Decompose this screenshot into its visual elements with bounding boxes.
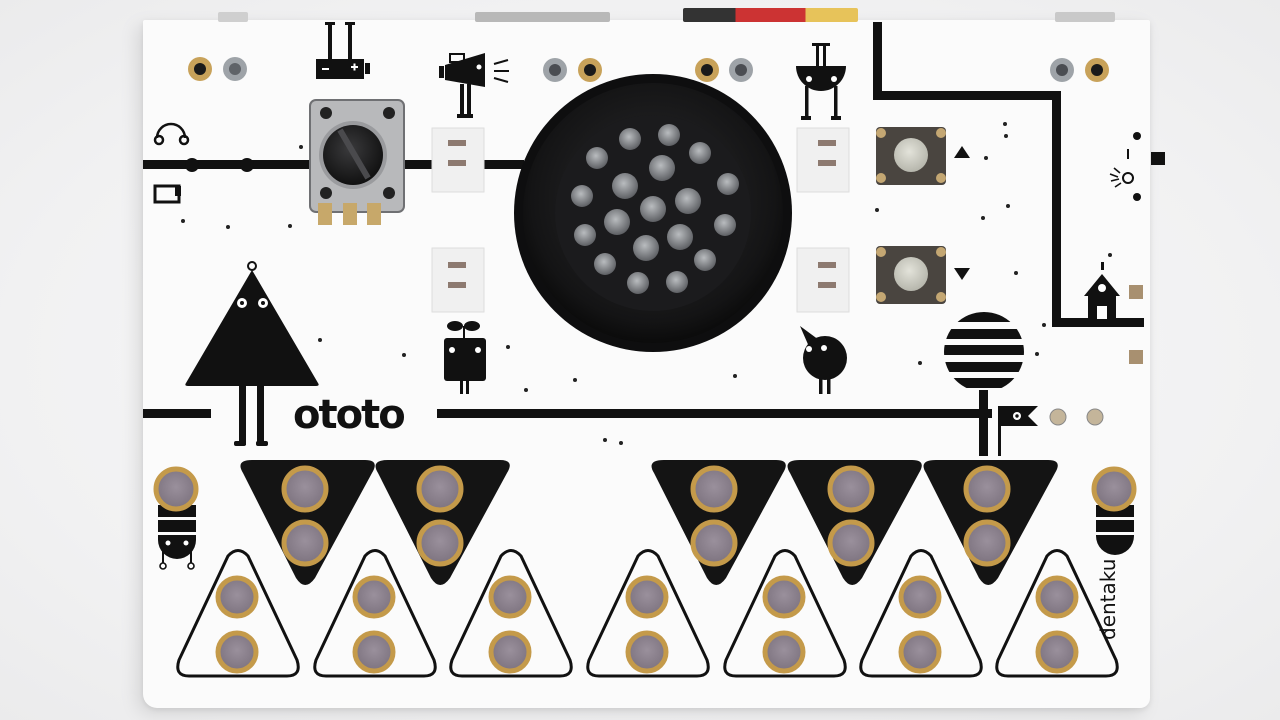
sprout-box-creature-icon	[444, 321, 486, 394]
jack-creature-icon	[796, 43, 846, 120]
bug-creature-icon	[158, 505, 196, 570]
flag-icon	[998, 406, 1038, 456]
card-slot-icon	[153, 184, 181, 204]
dentaku-brand-text: dentaku	[1096, 558, 1120, 640]
up-button[interactable]	[876, 127, 946, 185]
striped-tree-icon	[944, 312, 1024, 456]
touch-keys-bottom[interactable]	[176, 549, 1119, 678]
speaker	[514, 74, 792, 352]
house-icon	[1084, 262, 1120, 319]
battery-icon	[316, 22, 370, 79]
down-triangle-icon	[954, 268, 970, 280]
battery-wire	[683, 8, 858, 22]
board-edge-part	[1055, 12, 1115, 22]
headphones-icon	[153, 122, 190, 146]
bug-creature-icon	[1096, 505, 1134, 555]
triangle-creature-icon	[185, 261, 319, 446]
down-button[interactable]	[876, 246, 946, 304]
side-pad	[1129, 285, 1143, 299]
volume-knob[interactable]	[309, 99, 405, 225]
mounting-holes	[188, 57, 1109, 82]
small-pad	[1049, 408, 1067, 426]
small-pad	[1086, 408, 1104, 426]
megaphone-speaker-icon	[439, 53, 509, 118]
bird-creature-icon	[800, 326, 847, 394]
ototo-logo: ototo	[293, 392, 406, 438]
white-connectors	[431, 127, 850, 313]
light-sensor-icon	[1109, 132, 1165, 201]
side-pad	[1129, 350, 1143, 364]
vias	[181, 122, 1112, 445]
board-edge-connector	[475, 12, 610, 22]
board-edge-part	[218, 12, 248, 22]
gold-touch-pads[interactable]	[153, 465, 1137, 674]
up-triangle-icon	[954, 146, 970, 158]
